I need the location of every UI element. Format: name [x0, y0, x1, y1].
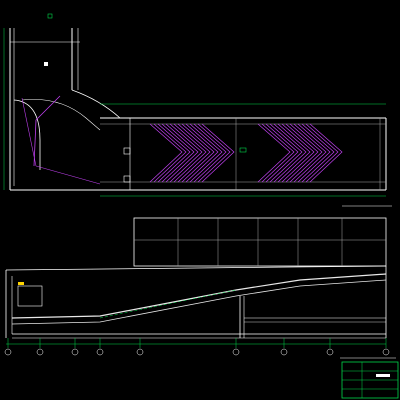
chevron-hatch-line [161, 123, 195, 183]
chevron-hatch-line [293, 123, 327, 183]
chevron-hatch-line [165, 123, 199, 183]
curve-guide-line [33, 95, 61, 167]
ramp-slab-bottom [11, 279, 387, 325]
chevron-hatch-line [149, 123, 183, 183]
chevron-hatch-line [189, 123, 223, 183]
chevron-hatch-line [157, 123, 191, 183]
plan-note-box [239, 147, 247, 153]
section-accent-mark [18, 282, 24, 285]
grid-axis-bubble [326, 348, 334, 356]
plan-view [3, 13, 392, 207]
ramp-slab-top [11, 273, 387, 319]
chevron-hatch-line [181, 123, 215, 183]
grid-axis-bubble [280, 348, 288, 356]
chevron-hatch-line [277, 123, 311, 183]
chevron-hatch-line [265, 123, 299, 183]
grid-axis-bubble [382, 348, 390, 356]
column-mark-2 [123, 175, 131, 183]
grid-axis-bubble [136, 348, 144, 356]
chevron-hatch-line [173, 123, 207, 183]
grid-axis-bubble [4, 348, 12, 356]
chevron-hatch-line [273, 123, 307, 183]
chevron-hatch-line [305, 123, 339, 183]
section-ground-line [5, 265, 387, 271]
title-block [341, 361, 399, 399]
chevron-hatch-line [177, 123, 211, 183]
chevron-hatch-line [201, 123, 235, 183]
chevron-hatch-line [281, 123, 315, 183]
chevron-hatch-line [197, 123, 231, 183]
grid-axes [4, 338, 390, 356]
title-block-mark [376, 374, 390, 377]
chevron-hatch-line [269, 123, 303, 183]
column-mark [123, 147, 131, 155]
chevron-hatch-line [169, 123, 203, 183]
curve-guide-line-2 [35, 165, 101, 185]
chevron-hatch-a [149, 123, 235, 183]
chevron-hatch-line [297, 123, 331, 183]
ramp-slope-guide [99, 289, 237, 319]
chevron-hatch-line [261, 123, 295, 183]
chevron-hatch-line [309, 123, 343, 183]
ramp-outer-curve [71, 89, 121, 119]
grid-axis-bubble [36, 348, 44, 356]
ramp-inner-curve [13, 99, 41, 170]
section-room-box [17, 285, 43, 307]
section-upper-frame [133, 217, 387, 267]
curve-guide-line-3 [21, 97, 37, 167]
chevron-hatch-line [193, 123, 227, 183]
chevron-hatch-line [289, 123, 323, 183]
chevron-hatch-line [285, 123, 319, 183]
chevron-hatch-line [301, 123, 335, 183]
plan-marker [44, 62, 48, 66]
grid-axis-bubble [232, 348, 240, 356]
chevron-hatch-b [257, 123, 343, 183]
grid-axis-bubble [71, 348, 79, 356]
chevron-hatch-line [185, 123, 219, 183]
chevron-hatch-line [153, 123, 187, 183]
ramp-mid-curve [21, 99, 101, 131]
grid-axis-bubble [96, 348, 104, 356]
plan-marker-2 [47, 13, 53, 19]
section-view [4, 217, 396, 359]
chevron-hatch-line [257, 123, 291, 183]
